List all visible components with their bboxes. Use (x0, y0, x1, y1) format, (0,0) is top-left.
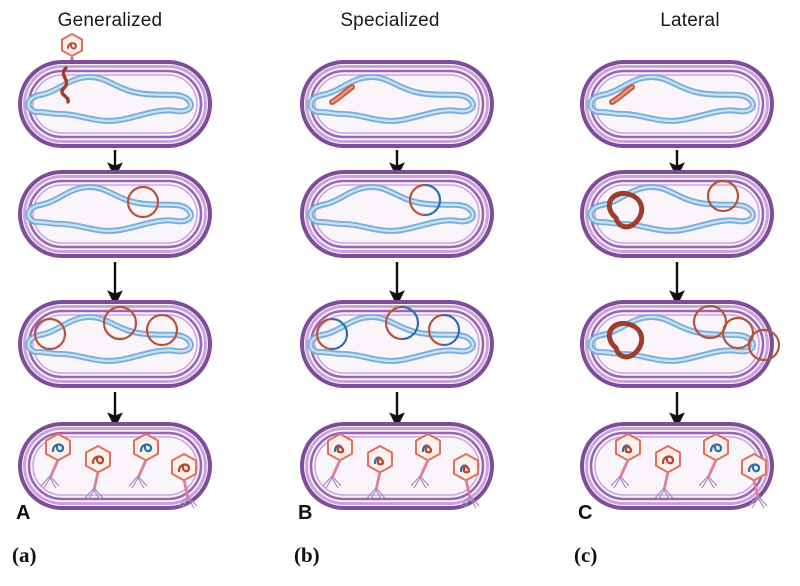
progeny-phage-host (40, 432, 71, 489)
host-dna-circle (126, 185, 160, 219)
host-dna-circle (145, 313, 179, 347)
hybrid-dna-circle (408, 183, 442, 217)
progeny-phage-phage (171, 452, 198, 509)
cell-generalized-stage-2 (18, 170, 212, 258)
progeny-phage-hybrid (610, 432, 641, 489)
progeny-phage-phage (84, 444, 111, 501)
host-dna-circle (747, 328, 781, 362)
cell-specialized-stage-1 (300, 60, 494, 148)
sub-label-b: (b) (294, 543, 320, 567)
progeny-phage-hybrid (453, 452, 480, 509)
column-title-specialized: Specialized (340, 10, 440, 31)
column-generalized (18, 32, 212, 510)
hybrid-dna-circle (384, 305, 420, 341)
panel-letter-c: C (578, 502, 593, 524)
progeny-phage-host (741, 452, 768, 509)
hybrid-dna-circle (315, 317, 349, 351)
sub-label-c: (c) (574, 543, 598, 567)
host-dna-circle (692, 304, 728, 340)
cell-lateral-stage-1 (580, 60, 774, 148)
panel-letter-a: A (16, 502, 31, 524)
progeny-phage-host (128, 432, 159, 489)
panel-letter-b: B (298, 502, 313, 524)
progeny-phage-hybrid (366, 444, 393, 501)
injected-phage-dna (60, 66, 70, 104)
host-dna-circle (721, 316, 755, 350)
host-dna-circle (706, 179, 740, 213)
progeny-phage-phage (654, 444, 681, 501)
column-title-generalized: Generalized (57, 10, 163, 31)
progeny-phage-hybrid (322, 432, 353, 489)
cell-generalized-stage-1 (18, 60, 212, 148)
hybrid-dna-circle (427, 313, 461, 347)
column-specialized (300, 60, 494, 510)
progeny-phage-hybrid (410, 432, 441, 489)
cell-generalized-stage-3 (18, 300, 212, 388)
sub-label-a: (a) (12, 543, 37, 567)
cell-specialized-stage-2 (300, 170, 494, 258)
column-lateral (580, 60, 781, 510)
host-dna-circle (102, 305, 138, 341)
cell-lateral-stage-2 (580, 170, 774, 258)
cell-lateral-stage-3 (580, 300, 781, 388)
column-title-lateral: Lateral (660, 10, 720, 31)
progeny-phage-host (698, 432, 729, 489)
host-dna-circle (33, 317, 67, 351)
cell-specialized-stage-3 (300, 300, 494, 388)
